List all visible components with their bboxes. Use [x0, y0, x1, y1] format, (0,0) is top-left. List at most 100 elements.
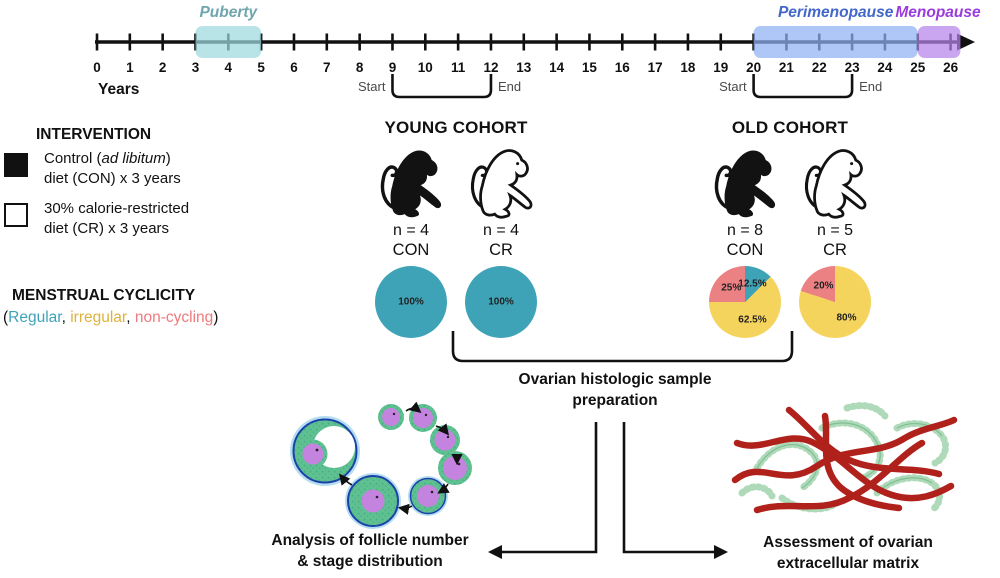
timeline-tick-label: 0: [93, 60, 101, 75]
timeline-tick-label: 25: [910, 60, 926, 75]
young-cohort: YOUNG COHORT n = 4 CON 100% n = 4 CR: [366, 118, 546, 338]
secondary-follicle: [345, 473, 401, 529]
cr-diet-line2: diet (CR) x 3 years: [44, 220, 170, 237]
control-diet-line1: Control (: [44, 150, 102, 167]
old-con-n: n = 8: [726, 222, 764, 239]
left-arrowhead-icon: [488, 545, 502, 559]
timeline-tick-label: 1: [126, 60, 134, 75]
old-cohort: OLD COHORT n = 8 CON 12.5% 62.5% 25% n = 5…: [700, 118, 880, 338]
filled-monkey-icon: [714, 150, 776, 218]
old-cohort-title: OLD COHORT: [731, 118, 849, 137]
timeline-tick-label: 19: [713, 60, 728, 75]
primordial-follicle: [378, 404, 404, 430]
timeline-band: [753, 26, 918, 58]
cr-diet-swatch: [4, 203, 28, 227]
cyclicity-noncycling: non-cycling: [134, 309, 214, 326]
cyclicity-title: MENSTRUAL CYCLICITY: [12, 287, 196, 304]
pie-slice-label: 12.5%: [738, 278, 767, 290]
pie-slice-label: 100%: [398, 296, 424, 308]
timeline-tick-label: 21: [779, 60, 795, 75]
timeline-tick-label: 5: [257, 60, 265, 75]
span-start-label: Start: [358, 79, 386, 94]
preantral-follicle: [408, 476, 448, 516]
timeline-tick-label: 26: [943, 60, 959, 75]
timeline-tick-label: 4: [225, 60, 233, 75]
timeline-band: [917, 26, 961, 58]
cyclicity-regular: Regular: [8, 309, 62, 326]
old-con-pie-chart: 12.5% 62.5% 25%: [709, 266, 781, 338]
intervention-title: INTERVENTION: [36, 126, 152, 143]
span-bracket: [752, 74, 854, 99]
young-con-group: n = 4 CON 100%: [366, 138, 456, 338]
young-con-diet: CON: [392, 241, 430, 259]
right-arrowhead-icon: [714, 545, 728, 559]
filled-monkey-icon: [380, 150, 442, 218]
timeline-tick-label: 23: [845, 60, 861, 75]
young-con-pie-chart: 100%: [375, 266, 447, 338]
timeline-tick-label: 20: [746, 60, 761, 75]
pie-slice-label: 62.5%: [738, 314, 767, 326]
timeline-tick-label: 13: [516, 60, 532, 75]
old-cr-diet: CR: [823, 241, 847, 259]
span-start-label: Start: [719, 79, 747, 94]
old-cr-pie-chart: 80% 20%: [799, 266, 871, 338]
collagen-fibers: [731, 406, 958, 514]
young-cr-n: n = 4: [482, 222, 520, 239]
ecm-caption: Assessment of ovarian extracellular matr…: [763, 534, 933, 572]
pie-slice-label: 80%: [836, 312, 857, 324]
pie-slice-label: 100%: [488, 296, 514, 308]
cyclicity-irregular: irregular: [70, 309, 127, 326]
timeline-tick-label: 9: [389, 60, 397, 75]
timeline-tick-label: 14: [549, 60, 565, 75]
outline-monkey-icon: [470, 149, 533, 219]
timeline-tick-label: 7: [323, 60, 331, 75]
pie-slice-label: 25%: [721, 282, 742, 294]
cr-diet-line1: 30% calorie-restricted: [44, 200, 190, 217]
timeline-tick-label: 8: [356, 60, 364, 75]
growing-follicle: [430, 425, 460, 455]
old-con-diet: CON: [726, 241, 764, 259]
prep-caption: Ovarian histologic sample preparation: [518, 371, 712, 409]
stage-arrows: [339, 401, 463, 515]
timeline-band: [195, 26, 262, 58]
timeline-tick-label: 2: [159, 60, 167, 75]
timeline-tick-label: 10: [418, 60, 433, 75]
ecm-illustration: [731, 402, 958, 514]
old-cr-group: n = 5 CR 80% 20%: [790, 138, 880, 338]
span-end-label: End: [498, 79, 521, 94]
young-cr-group: n = 4 CR 100%: [456, 138, 546, 338]
timeline-tick-label: 6: [290, 60, 298, 75]
cr-diet-label: 30% calorie-restricted diet (CR) x 3 yea…: [44, 199, 189, 239]
timeline-tick-label: 3: [192, 60, 200, 75]
pie-slice-label: 20%: [813, 280, 834, 292]
control-diet-swatch: [4, 153, 28, 177]
timeline-axis-label: Years: [98, 81, 139, 98]
cyclicity-legend: (Regular, irregular, non-cycling): [3, 309, 219, 326]
young-cohort-title: YOUNG COHORT: [384, 118, 528, 137]
outline-monkey-icon: [804, 149, 867, 219]
timeline-tick-label: 22: [812, 60, 827, 75]
control-diet-label: Control (ad libitum) diet (CON) x 3 year…: [44, 150, 181, 187]
timeline-tick-label: 12: [483, 60, 498, 75]
timeline-tick-label: 18: [680, 60, 696, 75]
old-cr-n: n = 5: [816, 222, 854, 239]
timeline-tick-label: 17: [648, 60, 663, 75]
timeline-band-label: Perimenopause: [778, 4, 894, 21]
proteoglycan-stems: [756, 422, 943, 494]
control-diet-italic: ad libitum: [101, 150, 166, 167]
timeline-tick-label: 11: [451, 60, 466, 75]
young-cr-diet: CR: [489, 241, 513, 259]
young-con-n: n = 4: [392, 222, 430, 239]
span-bracket: [391, 74, 493, 99]
follicle-caption: Analysis of follicle number & stage dist…: [271, 532, 469, 570]
young-cr-pie-chart: 100%: [465, 266, 537, 338]
antral-follicle: [290, 416, 360, 486]
follicle-stages-illustration: [290, 401, 472, 529]
timeline-tick-label: 24: [877, 60, 893, 75]
timeline-tick-label: 15: [582, 60, 598, 75]
right-branch-line: [622, 422, 716, 554]
control-diet-line2: diet (CON) x 3 years: [44, 170, 181, 187]
span-end-label: End: [859, 79, 882, 94]
